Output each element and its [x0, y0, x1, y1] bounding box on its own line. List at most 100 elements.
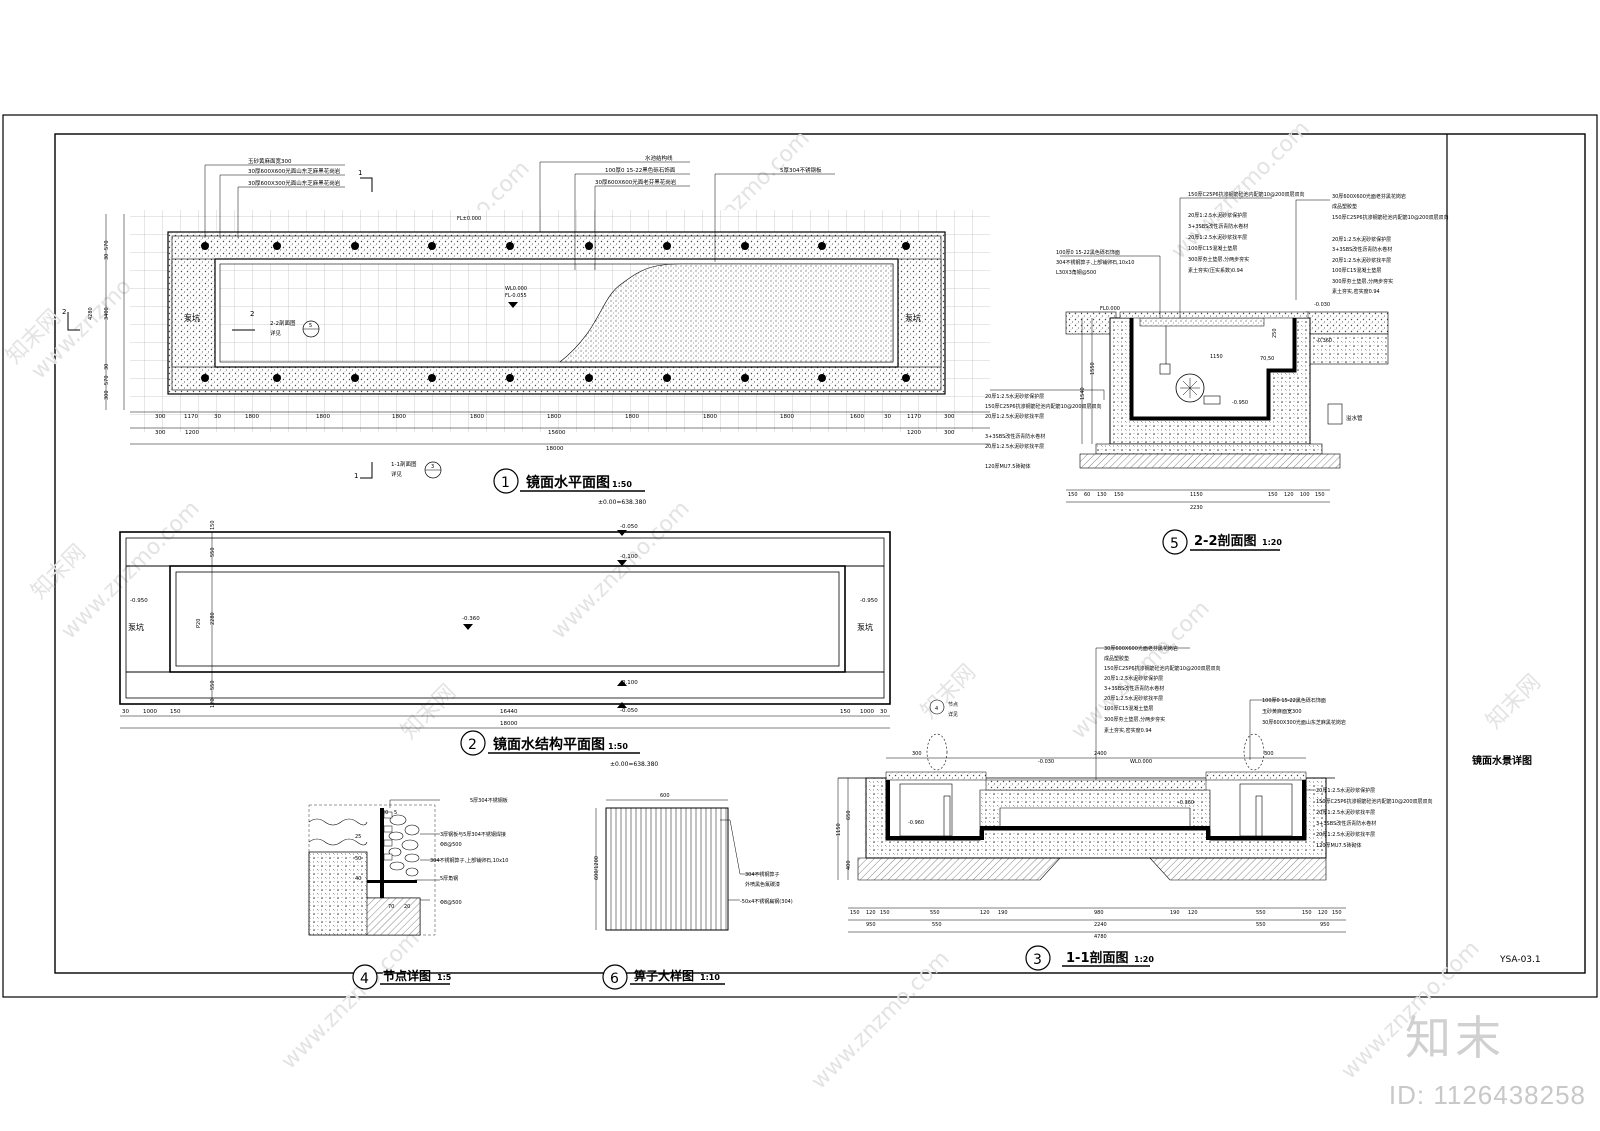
ref-bubble-num: 3 — [431, 464, 434, 470]
dim: 550 — [1256, 910, 1266, 916]
lamp-icon — [201, 242, 209, 250]
dim: 150 — [1315, 492, 1325, 498]
node-view: 5厚304不锈钢板 3厚钢板与5厚304不锈钢焊接 Φ8@500 304不锈钢箅… — [308, 797, 508, 990]
s11-note: 20厚1:2.5水泥砂浆找平层 — [1104, 695, 1163, 702]
s11-basin-water — [999, 807, 1191, 829]
s22-level-0: FL0.000 — [1100, 306, 1120, 312]
s22-note: 20厚1:2.5水泥砂浆找平层 — [1332, 257, 1391, 264]
section11-view: 4 节点 详见 -0.030 WL0.000 -0.360 -0.960 300… — [836, 645, 1433, 971]
structure-elevation-note: ±0.00=638.380 — [610, 761, 658, 768]
lamp-icon — [201, 374, 209, 382]
structure-level-markers — [463, 530, 627, 708]
dim: 20 — [382, 810, 388, 816]
dim: 300 — [944, 430, 955, 436]
dim: 150 — [1332, 910, 1342, 916]
node-note: 5厚角钢 — [440, 875, 458, 882]
s11-note: 100厚C15混凝土垫层 — [1104, 705, 1153, 712]
s22-waterproofing — [1130, 318, 1296, 420]
watermark-brand-2: 知末网 — [27, 540, 91, 604]
plan-ref-22-see: 详见 — [270, 329, 282, 337]
plan-view: 泵坑 泵坑 FL±0.000 WL0.000 FL-0.055 玉砂黄麻面宽30… — [62, 154, 990, 506]
dim: 120 — [1284, 492, 1294, 498]
dim: 1800 — [780, 414, 794, 420]
grate-plate — [605, 807, 729, 931]
drawing-code: YSA-03.1 — [1500, 955, 1541, 965]
dim: 550 — [932, 922, 942, 928]
node-water-line — [308, 838, 368, 846]
plan-callout-top-2: 30厚600X300光面山东芝麻黑花岗岩 — [248, 179, 341, 187]
dim: 150 — [840, 709, 851, 715]
s11-left-dim-total: 1150 — [836, 823, 842, 836]
plan-callout-top-1: 30厚600X600光面山东芝麻黑花岗岩 — [248, 167, 341, 175]
level-marker-icon — [463, 624, 473, 630]
dim: 2240 — [1094, 922, 1107, 928]
plan-ref-11: 1-1剖面图 — [391, 460, 417, 468]
s11-grate-left — [885, 771, 987, 781]
view-number-circle — [352, 964, 378, 990]
node-angle-steel — [367, 880, 417, 883]
section22-view: 溢水管 FL0.000 -0.030 -0.360 -0.950 1150 10… — [985, 191, 1449, 555]
dim: 30 — [884, 414, 891, 420]
plan-level-top: FL±0.000 — [457, 216, 481, 222]
section-mark-2-inner: 2 — [250, 310, 254, 318]
dim: 300 — [155, 414, 166, 420]
inner-frame — [54, 133, 1586, 974]
level-marker-icon — [617, 680, 627, 686]
node-ref-num: 4 — [935, 706, 938, 712]
s22-left-dim-1: 1550 — [1090, 362, 1096, 375]
s11-notes-right: 100厚0 15-22黑色砾石饰面 玉砂黄麻面宽300 30厚600X300光面… — [1262, 697, 1346, 726]
s22-note: 20厚1:2.5水泥砂浆保护层 — [1332, 236, 1391, 243]
dim: 1800 — [703, 414, 717, 420]
dim-total: 18000 — [500, 721, 518, 727]
node-detail-marker — [926, 733, 948, 771]
s11-note: 150厚C25P6抗渗钢筋砼池内配筋10@200双层双向 — [1104, 665, 1221, 672]
s22-structure-wall — [1109, 317, 1311, 445]
lamp-icon — [902, 374, 910, 382]
lamp-icon — [663, 242, 671, 250]
view-number-circle — [1162, 529, 1188, 555]
structure-level-pit-left: -0.950 — [130, 598, 148, 604]
plan-pump-pit-right-label: 泵坑 — [905, 313, 921, 323]
node-dims: 20 5 25 50 40 70 20 — [355, 810, 410, 910]
plan-left-dim-lines — [105, 214, 125, 410]
watermark-brand-5: 知末网 — [1482, 670, 1546, 734]
plan-dims-left: 30 570 3400 30 570 300 4280 — [88, 240, 110, 400]
lamp-icon — [351, 374, 359, 382]
s22-note: 100厚C15混凝土垫层 — [1332, 267, 1381, 274]
dim: 130 — [1097, 492, 1107, 498]
s11-notes-right-lower: 20厚1:2.5水泥砂浆保护层 150厚C25P6抗渗钢筋砼池内配筋10@200… — [1316, 787, 1433, 849]
s22-note: 20厚1:2.5水泥砂浆保护层 — [1188, 212, 1247, 219]
s22-notes-lower-left: 20厚1:2.5水泥砂浆保护层 150厚C25P6抗渗钢筋砼池内配筋10@200… — [985, 393, 1102, 470]
s22-note: 3+3SBS改性沥青防水卷材 — [1188, 223, 1248, 230]
s11-note: 3+3SBS改性沥青防水卷材 — [1316, 820, 1376, 827]
s11-waterproofing — [886, 778, 1306, 840]
grate-note-2: -50x4不锈钢扁钢(304) — [740, 898, 793, 905]
level-marker-icon — [617, 702, 627, 708]
watermark-id: ID: 1126438258 — [1388, 1080, 1586, 1110]
dim: 1800 — [547, 414, 561, 420]
dim: 120 — [980, 910, 990, 916]
dim: 25 — [355, 834, 361, 840]
lamp-icon — [351, 242, 359, 250]
lamp-icon — [902, 242, 910, 250]
lamp-icon — [428, 242, 436, 250]
dim: 550 — [210, 547, 216, 557]
lamp-icon — [428, 374, 436, 382]
plan-elevation-note: ±0.00=638.380 — [598, 499, 646, 506]
plan-lamps — [201, 242, 910, 382]
grate-number: 6 — [610, 971, 619, 987]
dim: 1170 — [184, 414, 198, 420]
dim: 550 — [930, 910, 940, 916]
s22-soil — [1079, 453, 1341, 469]
structure-view: 泵坑 泵坑 -0.950 -0.950 -0.050 -0.100 -0.360… — [119, 520, 891, 768]
grate-dim-top: 600 — [660, 793, 670, 799]
s22-note: 3+3SBS改性沥青防水卷材 — [1332, 246, 1392, 253]
s22-inner-dim: 1150 — [1210, 354, 1223, 360]
s22-gravel — [1139, 317, 1265, 327]
outer-frame — [2, 114, 1598, 998]
section-mark-1-bottom: 1 — [354, 472, 358, 480]
structure-level-0: -0.050 — [620, 524, 638, 530]
lamp-icon — [818, 242, 826, 250]
structure-dims-left: 150 550 2280 550 120 P20 — [196, 520, 216, 708]
s22-note: 素土夯实,密实度0.94 — [1332, 288, 1380, 295]
